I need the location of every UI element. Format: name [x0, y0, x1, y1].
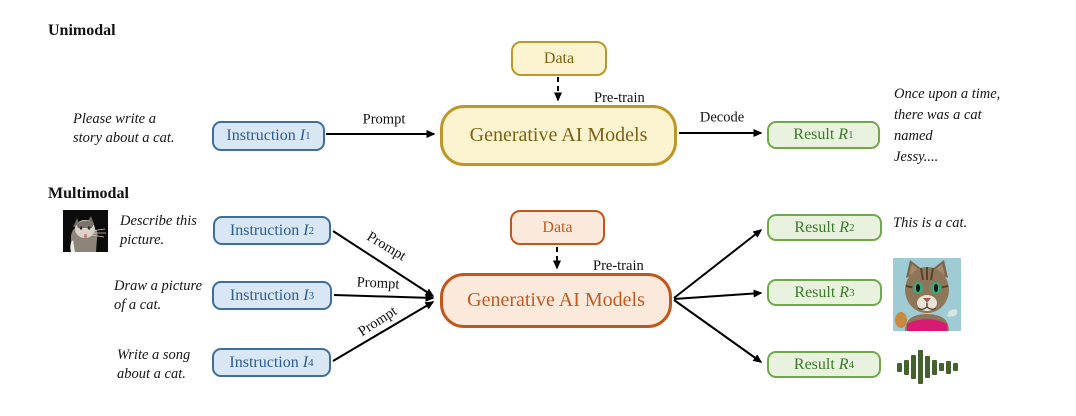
- arrow-result-4: [673, 299, 763, 363]
- arrow-prompt-4: [332, 301, 435, 362]
- result-sub: 4: [848, 358, 855, 371]
- result-sub: 2: [849, 221, 855, 234]
- model-box-multimodal: Generative AI Models: [440, 273, 672, 328]
- pretrain-label-unimodal: Pre-train: [594, 90, 645, 106]
- result-var: R: [838, 355, 849, 373]
- cat-photo: [63, 210, 108, 252]
- result-var: R: [838, 126, 849, 143]
- multimodal-input-note-3: Write a song about a cat.: [117, 347, 191, 382]
- instruction-label: Instruction: [226, 127, 296, 144]
- result-label: Result: [794, 283, 836, 301]
- model-box-label: Generative AI Models: [469, 124, 648, 146]
- arrow-prompt-3: [333, 293, 435, 302]
- instruction-var: I: [299, 127, 306, 144]
- instruction-var: I: [303, 286, 309, 304]
- result-var: R: [839, 283, 850, 301]
- result-label: Result: [793, 126, 835, 143]
- prompt-label-unimodal: Prompt: [362, 111, 406, 128]
- instruction-var: I: [302, 353, 309, 371]
- decode-label: Decode: [699, 109, 745, 126]
- unimodal-heading: Unimodal: [48, 22, 116, 39]
- model-box-label: Generative AI Models: [467, 289, 645, 311]
- result-label: Result: [794, 218, 836, 236]
- multimodal-input-note-2: Draw a picture of a cat.: [114, 278, 203, 313]
- multimodal-heading: Multimodal: [48, 185, 129, 202]
- unimodal-input-note: Please write a story about a cat.: [73, 111, 175, 146]
- result-sub: 3: [849, 286, 855, 299]
- instruction-label: Instruction: [229, 221, 300, 239]
- instruction-sub: 1: [305, 130, 311, 142]
- instruction-sub: 2: [308, 224, 315, 237]
- instruction-label: Instruction: [229, 286, 300, 304]
- data-box-multimodal: Data: [510, 210, 605, 245]
- arrow-result-3: [673, 289, 763, 300]
- result-sub: 1: [848, 129, 854, 141]
- pretrain-label-multimodal: Pre-train: [593, 258, 644, 274]
- result-note-r2: This is a cat.: [893, 215, 968, 231]
- data-box-label: Data: [543, 49, 575, 67]
- instruction-var: I: [303, 221, 309, 239]
- data-box-label: Data: [542, 218, 573, 236]
- model-box-unimodal: Generative AI Models: [440, 105, 677, 166]
- audio-waveform-icon: [897, 350, 958, 384]
- arrow-prompt-2: [332, 230, 435, 297]
- prompt-label-3: Prompt: [356, 274, 400, 293]
- result-var: R: [839, 218, 850, 236]
- generated-cat-image: [893, 258, 961, 331]
- result-label: Result: [793, 355, 835, 373]
- unimodal-output-note: Once upon a time, there was a cat named …: [894, 86, 1001, 165]
- arrow-result-2: [673, 229, 763, 299]
- instruction-sub: 4: [308, 356, 314, 369]
- data-box-unimodal: Data: [511, 41, 607, 76]
- instruction-sub: 3: [308, 289, 315, 302]
- multimodal-input-note-1: Describe this picture.: [120, 213, 197, 248]
- instruction-label: Instruction: [229, 353, 299, 371]
